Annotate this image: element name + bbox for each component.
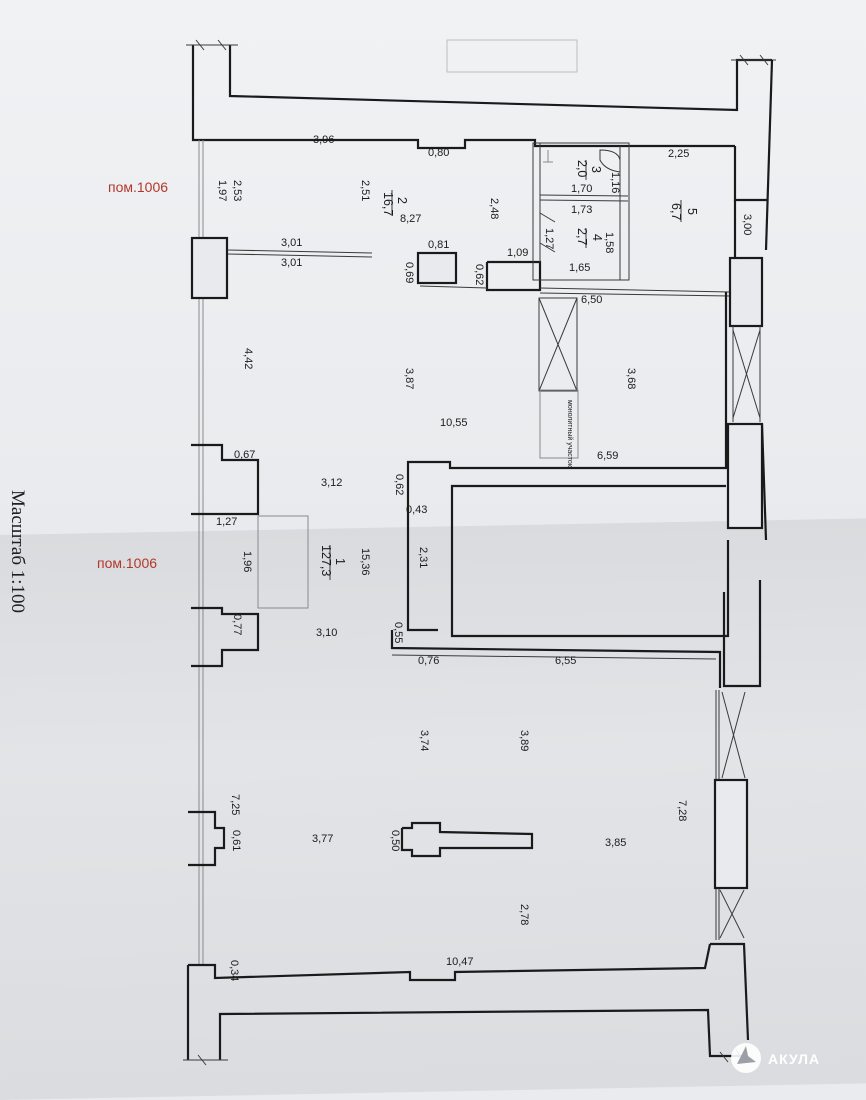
dim-label: 1,65 <box>569 262 590 274</box>
dim-label: 3,01 <box>281 237 302 249</box>
room-1-number: 1 <box>333 558 347 565</box>
room-5-area: 6,7 <box>669 203 683 220</box>
dim-label: 0,62 <box>393 474 405 495</box>
faint-stamp <box>446 39 578 73</box>
dim-label: 0,50 <box>389 830 401 851</box>
dim-label: 0,43 <box>406 504 427 516</box>
room-4-area: 2,7 <box>575 228 589 245</box>
dim-label: 6,55 <box>555 655 576 667</box>
dim-label: 3,01 <box>281 257 302 269</box>
right-wall-upper <box>733 59 774 258</box>
dim-label: 3,74 <box>418 730 430 751</box>
dim-label: 1,09 <box>507 247 528 259</box>
dim-label: 6,50 <box>581 294 602 306</box>
scale-label: Масштаб 1:100 <box>7 490 28 613</box>
dim-label: 2,78 <box>518 904 530 925</box>
room-5-number: 5 <box>685 208 699 215</box>
dim-label: 0,34 <box>228 960 240 981</box>
dim-label: 15,36 <box>359 548 371 576</box>
dim-label: 2,51 <box>359 180 371 201</box>
room-2-number: 2 <box>395 197 409 204</box>
lower-room-walls <box>390 580 762 1041</box>
dim-label: 1,73 <box>571 204 592 216</box>
room-3-number: 3 <box>589 166 603 173</box>
room-label-2: 2 16,7 <box>381 190 409 216</box>
dim-label: 0,77 <box>231 614 243 635</box>
monolithic-zone <box>538 297 579 459</box>
dim-label: 1,96 <box>241 551 253 572</box>
dim-label: 8,27 <box>400 213 421 225</box>
dim-label: 1,27 <box>543 228 555 249</box>
dim-label: 3,96 <box>313 134 334 146</box>
dim-label: 0,62 <box>473 264 485 285</box>
dim-label: 7,28 <box>676 800 688 821</box>
dim-label: 0,80 <box>428 147 449 159</box>
room-3-area: 2,0 <box>575 160 589 177</box>
dim-label: 1,70 <box>571 183 592 195</box>
room-ref-middle: пом.1006 <box>97 555 157 571</box>
dim-label: 3,10 <box>316 627 337 639</box>
dim-label: 3,00 <box>741 214 753 235</box>
shark-fin-icon <box>737 1046 756 1064</box>
dim-label: 6,59 <box>597 450 618 462</box>
room-2-area: 16,7 <box>381 192 395 216</box>
dim-label: 3,68 <box>625 368 637 389</box>
room-label-1: 1 127,3 <box>319 545 347 580</box>
dim-label: 3,89 <box>518 730 530 751</box>
dim-label: 1,27 <box>216 516 237 528</box>
room-4-number: 4 <box>590 234 604 241</box>
dim-label: 1,16 <box>609 172 621 193</box>
dim-label: 10,47 <box>446 956 474 968</box>
dim-label: 0,76 <box>418 655 439 667</box>
watermark-logo: АКУЛА <box>731 1043 820 1073</box>
right-wall-middle <box>406 256 768 638</box>
dim-label: 2,53 <box>231 180 243 201</box>
center-column <box>400 821 534 858</box>
dim-label: 10,55 <box>440 417 468 429</box>
watermark-brand: АКУЛА <box>768 1051 820 1067</box>
room-1-box <box>257 515 309 609</box>
dim-label: 7,25 <box>229 794 241 815</box>
dim-label: 0,67 <box>234 449 255 461</box>
dimension-labels: 3,96 0,80 2,25 2,53 1,97 2,51 8,27 2,48 … <box>216 134 753 981</box>
dim-label: 3,87 <box>403 368 415 389</box>
dim-label: 3,12 <box>321 477 342 489</box>
dim-label: 3,77 <box>312 833 333 845</box>
dim-label: 1,97 <box>216 180 228 201</box>
monolithic-zone-label: монолитный участок <box>566 400 574 468</box>
top-outer-wall <box>186 39 776 150</box>
left-window-wall <box>188 140 260 965</box>
dim-label: 4,42 <box>242 348 254 369</box>
dim-label: 0,61 <box>230 830 242 851</box>
dim-label: 0,69 <box>403 262 415 283</box>
room-label-5: 5 6,7 <box>669 200 699 222</box>
dim-label: 2,25 <box>668 148 689 160</box>
dim-label: 3,85 <box>605 837 626 849</box>
dim-label: 0,55 <box>392 622 404 643</box>
dim-label: 2,48 <box>488 198 500 219</box>
dim-label: 1,58 <box>603 232 615 253</box>
dim-label: 2,31 <box>417 547 429 568</box>
upper-partitions <box>227 142 731 297</box>
room-ref-top: пом.1006 <box>108 179 168 195</box>
room-label-4: 4 2,7 <box>575 228 604 248</box>
room-1-area: 127,3 <box>319 545 333 576</box>
room-label-3: 3 2,0 <box>575 160 603 180</box>
dim-label: 0,81 <box>428 239 449 251</box>
